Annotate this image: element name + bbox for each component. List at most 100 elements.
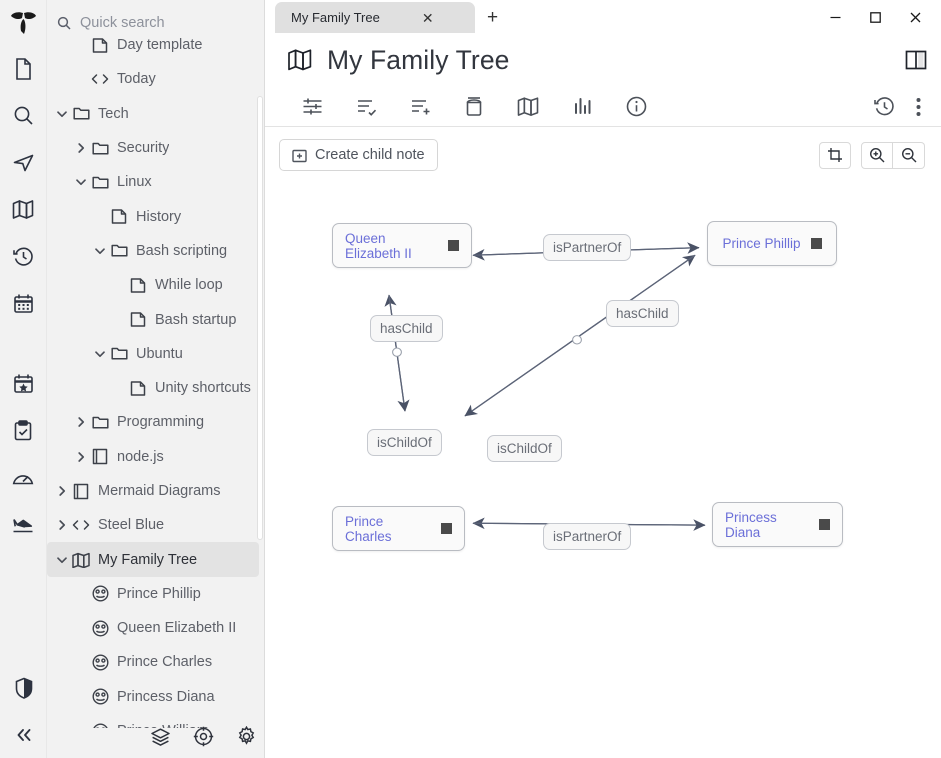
history-clock-icon[interactable] [0, 233, 47, 280]
sidebar-item-my-family-tree[interactable]: My Family Tree [47, 542, 259, 577]
sidebar-item-label: Unity shortcuts [155, 380, 251, 397]
relation-node-phillip[interactable]: Prince Phillip [707, 221, 837, 266]
folder-icon [90, 172, 110, 192]
chevron-right-icon[interactable] [53, 516, 71, 534]
relation-node-queen[interactable]: Queen Elizabeth II [332, 223, 472, 268]
double-chevron-left-icon[interactable] [0, 711, 47, 758]
plane-landing-icon[interactable] [0, 501, 47, 548]
list-plus-icon[interactable] [393, 90, 447, 124]
search-icon[interactable] [0, 92, 47, 139]
info-circle-icon[interactable] [609, 90, 663, 124]
sidebar-item-today[interactable]: Today [47, 62, 265, 96]
relation-edge-label-ischildof[interactable]: isChildOf [367, 429, 442, 456]
ribbon-toolbar [265, 87, 941, 127]
send-plane-icon[interactable] [0, 139, 47, 186]
sidebar-item-prince-william[interactable]: Prince William [47, 714, 265, 728]
chevron-right-icon[interactable] [53, 482, 71, 500]
sidebar-item-label: Queen Elizabeth II [117, 620, 237, 637]
twisty-placeholder [72, 36, 90, 54]
gear-icon[interactable] [236, 725, 257, 752]
sidebar-item-label: Steel Blue [98, 517, 165, 534]
bar-chart-icon[interactable] [555, 90, 609, 124]
relation-map-icon [90, 721, 110, 728]
sidebar-item-bash-startup[interactable]: Bash startup [47, 302, 265, 336]
node-drag-handle[interactable] [810, 238, 822, 249]
node-drag-handle[interactable] [441, 523, 452, 534]
chevron-down-icon[interactable] [91, 345, 109, 363]
sidebar-item-queen-elizabeth-ii[interactable]: Queen Elizabeth II [47, 611, 265, 645]
relation-node-charles[interactable]: Prince Charles [332, 506, 465, 551]
gauge-icon[interactable] [0, 454, 47, 501]
maximize-button[interactable] [855, 4, 895, 30]
layers-icon[interactable] [150, 727, 171, 752]
calendar-icon[interactable] [0, 280, 47, 327]
chevron-right-icon[interactable] [72, 448, 90, 466]
sidebar-item-bash-scripting[interactable]: Bash scripting [47, 234, 265, 268]
relation-map-icon [90, 687, 110, 707]
search-input[interactable] [80, 14, 240, 31]
node-drag-handle[interactable] [819, 519, 830, 530]
sidebar-item-while-loop[interactable]: While loop [47, 268, 265, 302]
relation-edge-label-haschild[interactable]: hasChild [606, 300, 679, 327]
folder-icon [109, 344, 129, 364]
sidebar-item-label: Day template [117, 37, 203, 54]
book-icon [90, 447, 110, 467]
chevron-down-icon[interactable] [91, 242, 109, 260]
calendar-star-icon[interactable] [0, 360, 47, 407]
create-child-note-button[interactable]: Create child note [279, 139, 438, 171]
relation-edge-label-haschild[interactable]: hasChild [370, 315, 443, 342]
sidebar-item-mermaid-diagrams[interactable]: Mermaid Diagrams [47, 474, 265, 508]
chevron-down-icon[interactable] [53, 551, 71, 569]
target-icon[interactable] [193, 726, 214, 752]
close-window-button[interactable] [895, 4, 935, 30]
sidebar-item-ubuntu[interactable]: Ubuntu [47, 337, 265, 371]
relation-edge-label-ischildof[interactable]: isChildOf [487, 435, 562, 462]
sidebar-item-princess-diana[interactable]: Princess Diana [47, 680, 265, 714]
minimize-button[interactable] [815, 4, 855, 30]
sidebar-item-prince-phillip[interactable]: Prince Phillip [47, 577, 265, 611]
panel-split-icon[interactable] [905, 49, 927, 71]
note-document-icon[interactable] [0, 45, 47, 92]
new-tab-button[interactable]: + [487, 7, 499, 28]
chevron-down-icon[interactable] [53, 105, 71, 123]
history-clock-icon[interactable] [867, 96, 902, 117]
sidebar-item-security[interactable]: Security [47, 131, 265, 165]
chevron-down-icon[interactable] [72, 173, 90, 191]
map-book-icon[interactable] [501, 90, 555, 124]
tab-my-family-tree[interactable]: My Family Tree ✕ [275, 2, 475, 33]
clipboard-check-icon[interactable] [0, 407, 47, 454]
relation-edge-label-ispartnerof[interactable]: isPartnerOf [543, 234, 632, 261]
app-logo [0, 0, 46, 45]
quick-search-row[interactable] [47, 0, 264, 45]
zoom-out-icon[interactable] [893, 141, 925, 169]
sidebar-scrollbar[interactable] [257, 96, 263, 540]
sidebar-item-label: Today [117, 71, 156, 88]
relation-edges [384, 242, 706, 531]
crop-reset-icon[interactable] [819, 141, 851, 169]
sidebar-item-programming[interactable]: Programming [47, 405, 265, 439]
sidebar-item-tech[interactable]: Tech [47, 97, 265, 131]
sidebar-item-day-template[interactable]: Day template [47, 28, 265, 62]
vertical-dots-icon[interactable] [910, 97, 927, 117]
relation-node-diana[interactable]: Princess Diana [712, 502, 843, 547]
node-drag-handle[interactable] [448, 240, 459, 251]
chevron-right-icon[interactable] [72, 139, 90, 157]
shield-icon[interactable] [0, 664, 47, 711]
sidebar-item-history[interactable]: History [47, 199, 265, 233]
sidebar-item-steel-blue[interactable]: Steel Blue [47, 508, 265, 542]
sidebar-item-unity-shortcuts[interactable]: Unity shortcuts [47, 371, 265, 405]
map-book-icon[interactable] [0, 186, 47, 233]
relation-edge-label-ispartnerof[interactable]: isPartnerOf [543, 523, 632, 550]
sliders-icon[interactable] [285, 90, 339, 124]
zoom-in-icon[interactable] [861, 141, 893, 169]
sidebar-item-prince-charles[interactable]: Prince Charles [47, 645, 265, 679]
twisty-placeholder [110, 311, 128, 329]
archive-icon[interactable] [447, 90, 501, 124]
sidebar-item-node-js[interactable]: node.js [47, 440, 265, 474]
close-icon[interactable]: ✕ [421, 9, 434, 26]
chevron-right-icon[interactable] [72, 413, 90, 431]
book-icon [71, 481, 91, 501]
sidebar-item-linux[interactable]: Linux [47, 165, 265, 199]
list-check-icon[interactable] [339, 90, 393, 124]
